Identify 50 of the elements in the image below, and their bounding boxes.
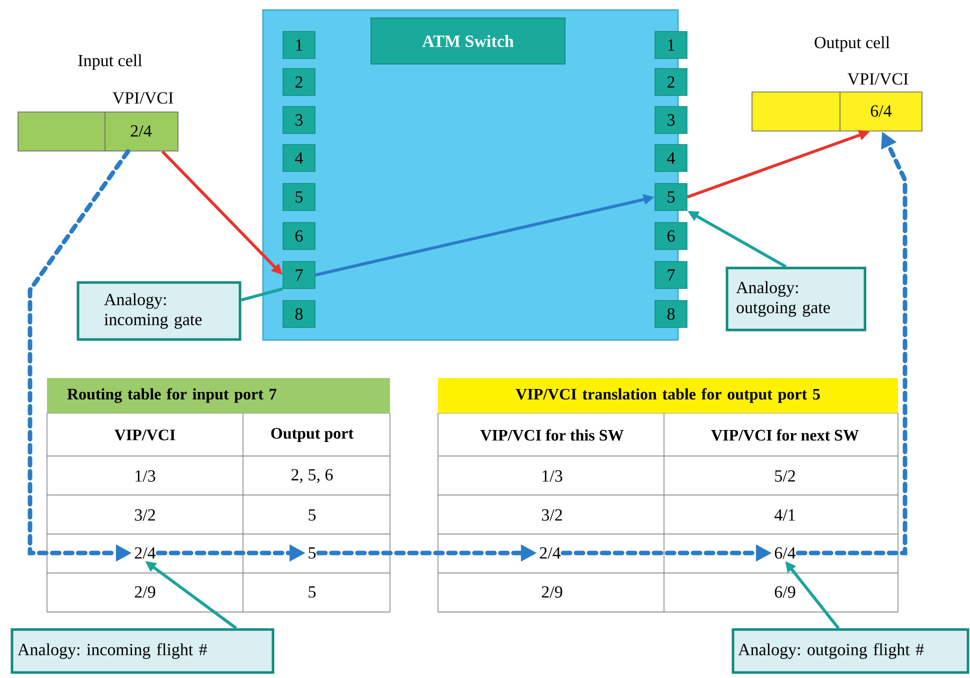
cell-box: 2/4 [18,112,178,152]
port-box: 6 [282,222,316,250]
port-box: 5 [654,183,688,211]
callout-box: Analogy: incoming flight # [10,628,274,674]
cell-value: 3/2 [542,509,562,521]
port-box: 1 [282,31,316,59]
port-box: 1 [654,31,688,59]
callout-box: Analogy: outgoing flight # [732,628,970,674]
table-title: Routing table for input port 7 [47,378,390,413]
column-header: VIP/VCI [114,430,176,440]
cell-value: 2/9 [542,586,562,598]
cell-value: 6/9 [774,586,796,598]
cell-value: 5 [308,547,316,559]
cell-value: 3/2 [134,509,155,521]
cell-value: 1/3 [136,470,156,482]
port-box: 8 [282,300,316,328]
cell-box: 6/4 [752,92,922,132]
cell-value: 2/9 [134,586,156,598]
leader-line [240,287,283,302]
port-box: 8 [654,300,688,328]
port-box: 2 [282,68,316,96]
port-box: 4 [654,144,688,172]
cell-value: 4/1 [774,509,795,521]
cell-value: 5 [308,509,316,521]
cell-value: 6/4 [774,547,796,559]
cell-value: 2/4 [134,547,156,559]
column-header: VIP/VCI for this SW [480,429,624,441]
title-box: ATM Switch [370,18,566,64]
cell-value: 5/2 [775,470,795,482]
field-label: VPI/VCI [112,92,174,104]
cell-heading: Output cell [814,36,890,52]
port-box: 7 [654,261,688,289]
field-label: VPI/VCI [848,73,908,85]
port-box: 3 [282,106,316,134]
port-box: 3 [654,106,688,134]
port-box: 4 [282,144,316,172]
cell-value: 2, 5, 6 [292,469,333,483]
cell-heading: Input cell [78,54,142,70]
port-box: 7 [282,261,316,289]
column-header: Output port [271,428,354,442]
port-box: 6 [654,222,688,250]
callout-box: Analogy: incoming gate [76,281,242,341]
port-box: 2 [654,68,688,96]
cell-value: 5 [308,586,316,598]
table-title: VIP/VCI translation table for output port 5 [438,378,898,413]
cell-value: 1/3 [542,470,562,482]
callout-box: Analogy: outgoing gate [726,266,866,332]
cell-value: 2/4 [540,547,561,559]
column-header: VIP/VCI for next SW [711,429,859,441]
port-box: 5 [282,183,316,211]
